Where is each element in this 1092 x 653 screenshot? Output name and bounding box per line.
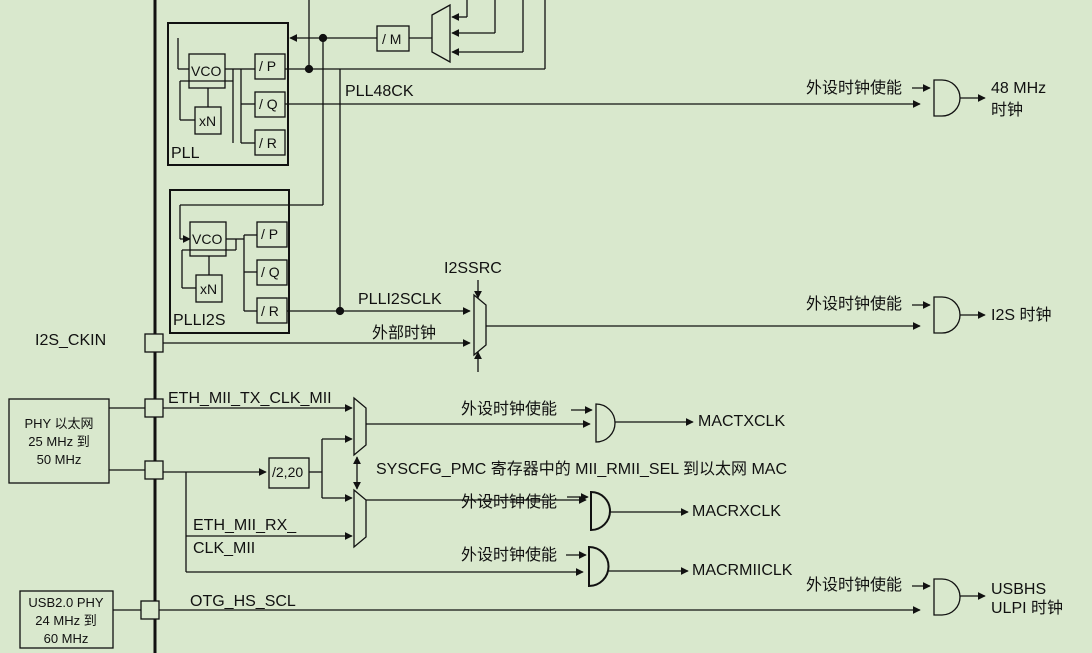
i2s-ckin-pin (144, 333, 164, 353)
output-48mhz-line2: 时钟 (991, 101, 1023, 119)
m-divider-label: / M (382, 31, 401, 47)
output-i2s: I2S 时钟 (991, 306, 1051, 324)
otg-hs-scl-pin (140, 600, 160, 620)
usb-phy-box (19, 590, 114, 649)
output-macrxclk: MACRXCLK (692, 503, 781, 520)
i2ssrc-mux (473, 293, 487, 357)
pll-p-label: / P (259, 58, 276, 74)
gate-i2s-label: 外设时钟使能 (806, 295, 902, 313)
pll-vco-box (188, 53, 226, 89)
output-48mhz-line1: 48 MHz (991, 80, 1046, 97)
syscfg-label: SYSCFG_PMC 寄存器中的 MII_RMII_SEL 到以太网 MAC (376, 460, 787, 478)
gate-usbhs-label: 外设时钟使能 (806, 576, 902, 594)
eth-tx-pin (144, 398, 164, 418)
pll-title: PLL (171, 145, 200, 162)
gate-48mhz (933, 79, 961, 117)
gate-mactx (595, 403, 616, 443)
eth-phy-line2: 25 MHz 到 (28, 434, 89, 449)
gate-usbhs (933, 578, 961, 616)
gate-48mhz-label: 外设时钟使能 (806, 79, 902, 97)
eth-rx-mux (353, 488, 367, 549)
external-clock-label: 外部时钟 (372, 324, 436, 342)
pll-p-box (254, 53, 286, 80)
output-usbhs-line1: USBHS (991, 581, 1046, 598)
i2s-ckin-label: I2S_CKIN (35, 332, 106, 349)
gate-i2s (933, 296, 961, 334)
eth-phy-line1: PHY 以太网 (24, 416, 93, 431)
eth-phy-line3: 50 MHz (37, 452, 82, 467)
pll-r-label: / R (259, 135, 277, 151)
output-mactxclk: MACTXCLK (698, 413, 785, 430)
pll48ck-label: PLL48CK (345, 83, 414, 100)
eth-rx-clk-line1: ETH_MII_RX_ (193, 517, 297, 534)
i2ssrc-label: I2SSRC (444, 260, 502, 277)
eth-divider-box (268, 457, 310, 489)
usb-phy-line1: USB2.0 PHY (28, 595, 103, 610)
usb-phy-line3: 60 MHz (44, 631, 89, 646)
gate-macrmii-label: 外设时钟使能 (461, 546, 557, 564)
eth-tx-clk-label: ETH_MII_TX_CLK_MII (168, 390, 332, 407)
eth-tx-mux (353, 396, 367, 457)
otg-hs-scl-label: OTG_HS_SCL (190, 593, 296, 610)
gate-macrx-label: 外设时钟使能 (461, 493, 557, 511)
ethernet-phy-box (8, 398, 110, 484)
pll-q-label: / Q (259, 96, 278, 112)
gate-mactx-label: 外设时钟使能 (461, 400, 557, 418)
output-macrmiiclk: MACRMIICLK (692, 562, 793, 579)
gate-macrx (590, 490, 611, 532)
output-usbhs-line2: ULPI 时钟 (991, 599, 1063, 617)
plli2s-p-label: / P (261, 226, 278, 242)
pll-vco-label: VCO (191, 63, 221, 79)
plli2s-block (169, 189, 290, 334)
plli2s-r-label: / R (261, 303, 279, 319)
usb-phy-line2: 24 MHz 到 (35, 613, 96, 628)
gate-macrmii (588, 545, 610, 588)
eth-divider-label: /2,20 (272, 464, 303, 480)
plli2sclk-label: PLLI2SCLK (358, 291, 442, 308)
plli2s-q-label: / Q (261, 264, 280, 280)
eth-rx-pin (144, 460, 164, 480)
pll-n-label: xN (199, 113, 216, 129)
plli2s-title: PLLI2S (173, 312, 225, 329)
plli2s-vco-label: VCO (192, 231, 222, 247)
pll-block (167, 22, 289, 166)
eth-rx-clk-line2: CLK_MII (193, 540, 255, 557)
plli2s-n-label: xN (200, 281, 217, 297)
input-mux-top (409, 0, 524, 64)
